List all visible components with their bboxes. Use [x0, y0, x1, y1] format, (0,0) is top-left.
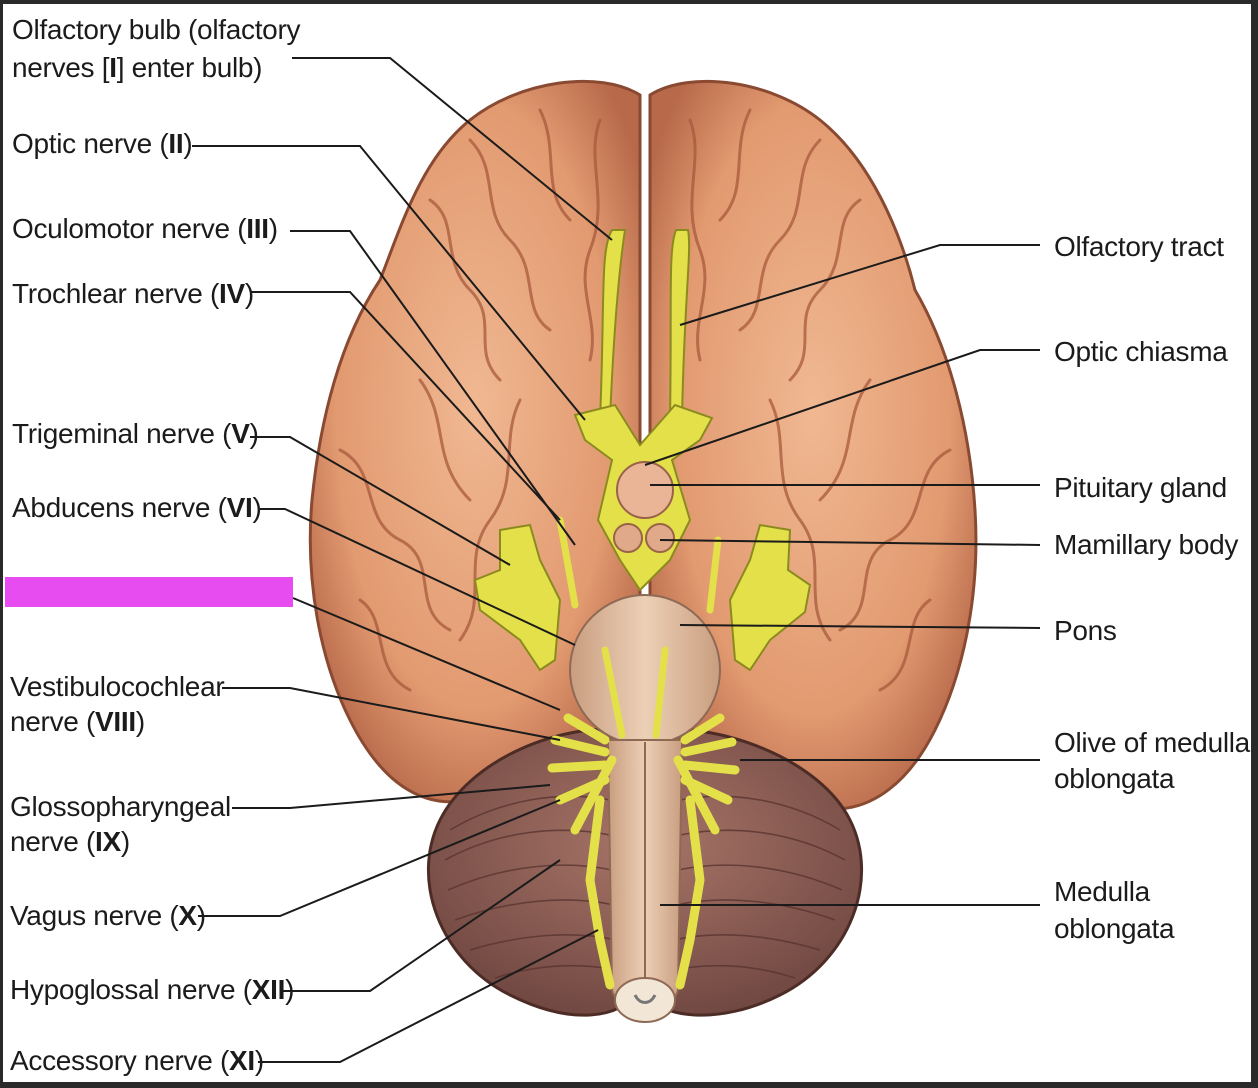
label-optic-nerve: Optic nerve (II) — [12, 128, 193, 159]
label-optic-chiasma: Optic chiasma — [1054, 336, 1228, 367]
label-vagus-nerve: Vagus nerve (X) — [10, 900, 206, 931]
mamillary-body-left — [613, 523, 643, 553]
label-mamillary-body: Mamillary body — [1054, 529, 1239, 560]
label-hypoglossal-nerve: Hypoglossal nerve (XII) — [10, 974, 295, 1005]
label-vestibulocochlear-line2: nerve (VIII) — [10, 706, 145, 737]
label-trigeminal-nerve: Trigeminal nerve (V) — [12, 418, 259, 449]
label-glossopharyngeal-line1: Glossopharyngeal — [10, 791, 231, 822]
lower-cranial-nerves — [547, 713, 740, 990]
label-glossopharyngeal-line2: nerve (IX) — [10, 826, 130, 857]
trigeminal-nerve-left — [473, 523, 562, 672]
label-oculomotor-nerve: Oculomotor nerve (III) — [12, 213, 278, 244]
label-medulla-line1: Medulla — [1054, 876, 1150, 907]
redacted-label-box — [5, 577, 293, 607]
label-pituitary-gland: Pituitary gland — [1054, 472, 1227, 503]
leader-lines — [192, 57, 1041, 1063]
mamillary-body-right — [645, 523, 675, 553]
gyri-pattern — [338, 108, 952, 692]
label-olive-line2: oblongata — [1054, 763, 1175, 794]
label-olfactory-bulb-line1: Olfactory bulb (olfactory — [12, 14, 301, 45]
label-medulla-line2: oblongata — [1054, 913, 1175, 944]
label-trochlear-nerve: Trochlear nerve (IV) — [12, 278, 254, 309]
label-olfactory-tract: Olfactory tract — [1054, 231, 1224, 262]
trigeminal-nerve-right — [728, 523, 812, 672]
spinal-cord-cross-section — [614, 977, 676, 1023]
label-olfactory-bulb-line2: nerves [I] enter bulb) — [12, 52, 263, 83]
label-accessory-nerve: Accessory nerve (XI) — [10, 1045, 264, 1076]
label-abducens-nerve: Abducens nerve (VI) — [12, 492, 262, 523]
pituitary-gland — [616, 461, 674, 519]
label-pons: Pons — [1054, 615, 1117, 646]
pons — [569, 594, 721, 746]
label-olive-line1: Olive of medulla — [1054, 727, 1250, 758]
label-vestibulocochlear-line1: Vestibulocochlear — [10, 671, 225, 702]
